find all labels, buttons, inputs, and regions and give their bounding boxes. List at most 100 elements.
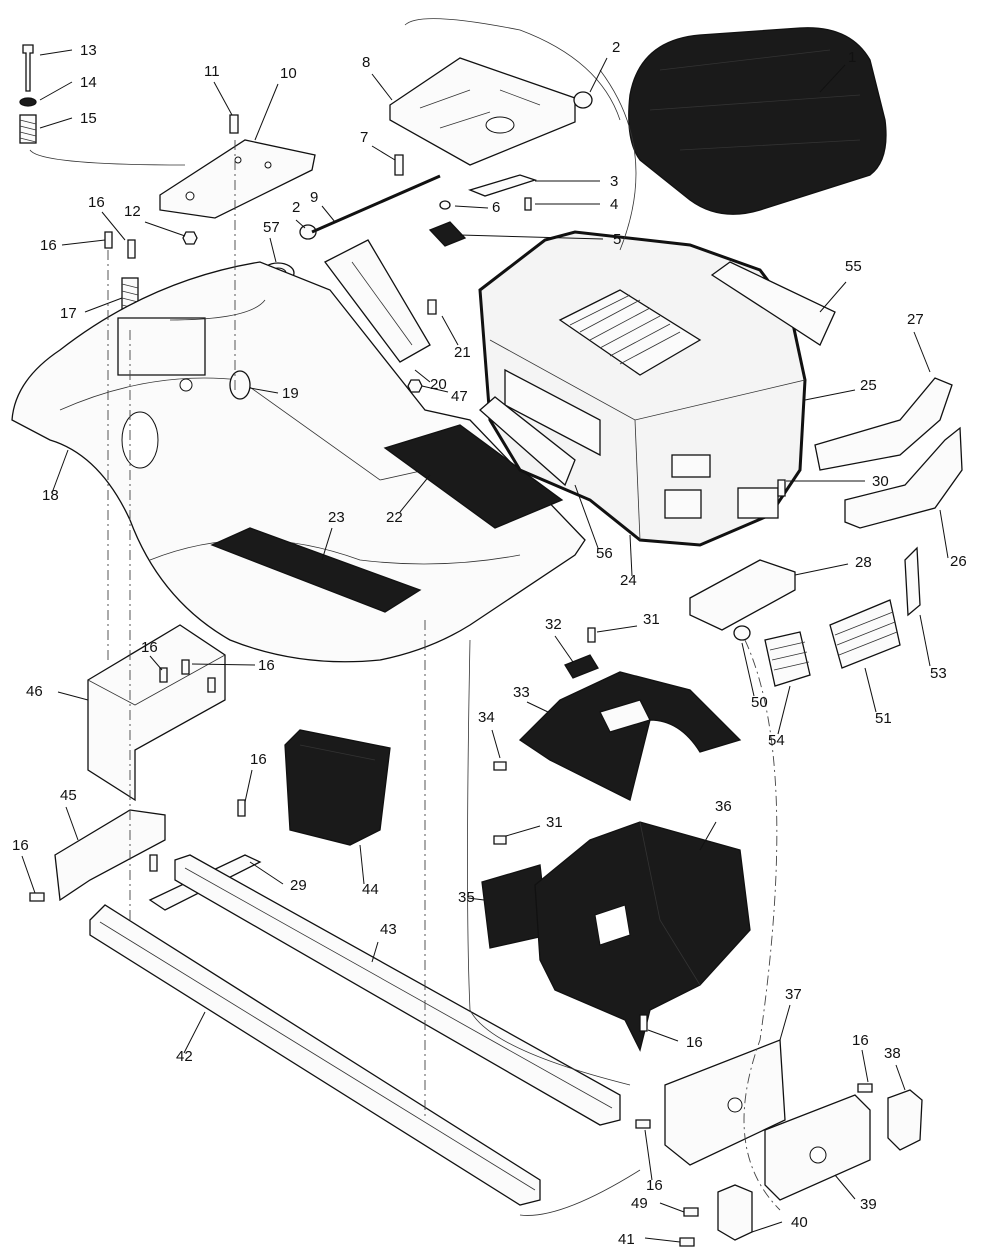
leader-line bbox=[57, 691, 89, 701]
leader-line bbox=[51, 449, 69, 494]
part-number-label: 19 bbox=[282, 385, 299, 402]
leader-line bbox=[249, 387, 279, 394]
bolt-16-a bbox=[159, 667, 168, 683]
part-number-label: 28 bbox=[855, 554, 872, 571]
leader-line bbox=[751, 1221, 783, 1233]
part-number-label: 5 bbox=[613, 231, 621, 248]
leader-line bbox=[644, 1129, 653, 1181]
part-number-label: 7 bbox=[360, 129, 368, 146]
spring-15 bbox=[19, 114, 37, 144]
screw-31 bbox=[493, 835, 507, 845]
leader-line bbox=[61, 239, 106, 246]
leader-line bbox=[505, 825, 541, 837]
leader-line bbox=[794, 563, 849, 576]
leader-line bbox=[371, 145, 396, 161]
part-number-label: 16 bbox=[686, 1034, 703, 1051]
part-number-label: 13 bbox=[80, 42, 97, 59]
bolt-17 bbox=[104, 231, 113, 249]
bumper-bracket bbox=[814, 377, 953, 471]
part-number-label: 1 bbox=[848, 49, 856, 66]
foot-mat-right bbox=[383, 424, 564, 529]
nut-51 bbox=[733, 625, 751, 641]
part-number-label: 33 bbox=[513, 684, 530, 701]
rear-hitch bbox=[764, 1094, 871, 1201]
bolt-16-left bbox=[29, 892, 45, 902]
battery-tray bbox=[284, 729, 391, 846]
part-number-label: 2 bbox=[292, 199, 300, 216]
part-number-label: 44 bbox=[362, 881, 379, 898]
leader-line bbox=[359, 844, 365, 885]
dash-tower bbox=[534, 821, 751, 1052]
part-number-label: 22 bbox=[386, 509, 403, 526]
leader-line bbox=[919, 614, 931, 667]
part-number-label: 26 bbox=[950, 553, 967, 570]
part-number-label: 42 bbox=[176, 1048, 193, 1065]
bolt-16-strap bbox=[149, 854, 158, 872]
seat bbox=[628, 27, 887, 215]
bolt-16-c bbox=[207, 677, 216, 693]
part-number-label: 20 bbox=[430, 376, 447, 393]
part-number-label: 40 bbox=[791, 1214, 808, 1231]
part-number-label: 32 bbox=[545, 616, 562, 633]
leader-line bbox=[861, 1049, 869, 1083]
leader-line bbox=[254, 83, 279, 141]
part-number-label: 37 bbox=[785, 986, 802, 1003]
leader-line bbox=[101, 211, 126, 241]
bracket-29 bbox=[689, 559, 796, 631]
washer-14 bbox=[19, 97, 37, 107]
leader-line bbox=[149, 655, 163, 671]
shift-plate bbox=[324, 239, 431, 363]
part-number-label: 15 bbox=[80, 110, 97, 127]
part-number-label: 27 bbox=[907, 311, 924, 328]
leader-line bbox=[249, 861, 284, 885]
hood-strip-56 bbox=[710, 261, 836, 346]
leader-line bbox=[913, 331, 931, 373]
bolt-13 bbox=[22, 44, 34, 92]
part-number-label: 36 bbox=[715, 798, 732, 815]
leader-line bbox=[39, 117, 73, 129]
part-number-label: 35 bbox=[458, 889, 475, 906]
leader-line bbox=[895, 1064, 906, 1091]
leader-line bbox=[269, 237, 277, 263]
leader-line bbox=[414, 369, 431, 383]
part-number-label: 18 bbox=[42, 487, 59, 504]
nut-12 bbox=[182, 231, 198, 245]
part-number-label: 47 bbox=[451, 388, 468, 405]
bolt-42 bbox=[679, 1237, 695, 1247]
part-number-label: 56 bbox=[596, 545, 613, 562]
hitch-cap-41 bbox=[717, 1184, 753, 1241]
part-number-label: 54 bbox=[768, 732, 785, 749]
hood-strip-57 bbox=[479, 396, 576, 487]
part-number-label: 39 bbox=[860, 1196, 877, 1213]
leader-line bbox=[183, 1011, 206, 1054]
bolt-11 bbox=[229, 114, 239, 134]
part-number-label: 43 bbox=[380, 921, 397, 938]
leader-line bbox=[321, 527, 333, 561]
leader-line bbox=[629, 534, 633, 577]
leader-line bbox=[819, 281, 847, 313]
part-number-label: 38 bbox=[884, 1045, 901, 1062]
leader-line bbox=[741, 642, 755, 697]
bolt-16-battery bbox=[237, 799, 246, 817]
part-number-label: 17 bbox=[60, 305, 77, 322]
spring-bracket bbox=[159, 139, 316, 219]
part-number-label: 11 bbox=[204, 63, 220, 80]
bolt-16-top bbox=[127, 239, 136, 259]
hitch-cap bbox=[887, 1089, 923, 1151]
part-number-label: 16 bbox=[258, 657, 275, 674]
part-number-label: 16 bbox=[250, 751, 267, 768]
cap-plate bbox=[564, 654, 599, 679]
adjust-knob bbox=[428, 221, 467, 247]
part-number-label: 4 bbox=[610, 196, 618, 213]
part-number-label: 21 bbox=[454, 344, 471, 361]
leader-line bbox=[596, 625, 638, 633]
large-grille bbox=[829, 599, 901, 669]
bolt-16-right bbox=[857, 1083, 873, 1093]
leader-line bbox=[21, 855, 36, 894]
part-number-label: 16 bbox=[646, 1177, 663, 1194]
leader-line bbox=[244, 769, 253, 803]
leader-line bbox=[454, 205, 489, 209]
leader-line bbox=[295, 219, 306, 229]
part-number-label: 6 bbox=[492, 199, 500, 216]
small-grille bbox=[764, 631, 811, 687]
